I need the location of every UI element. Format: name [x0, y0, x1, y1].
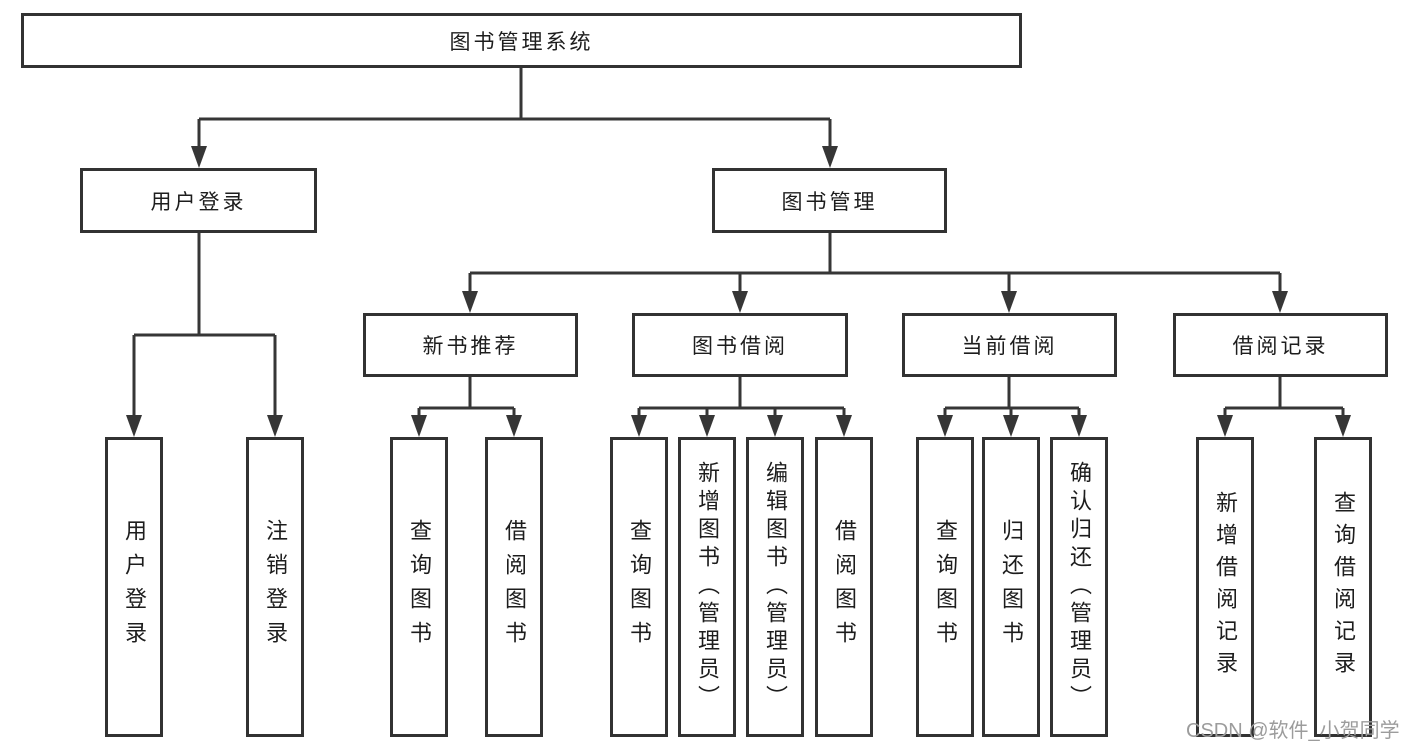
node-label: 图书借阅: [692, 335, 788, 358]
node-label: 当前借阅: [961, 335, 1058, 358]
node-current-borrowing: 当前借阅: [902, 313, 1117, 377]
leaf-query-borrow-record: 查询借阅记录: [1314, 437, 1372, 737]
leaf-label: 编辑图书（管理员）: [763, 461, 788, 713]
leaf-label: 注销登录: [263, 519, 288, 655]
leaf-query-books-recommend: 查询图书: [390, 437, 448, 737]
node-label: 图书管理系统: [449, 30, 594, 54]
node-borrowing-records: 借阅记录: [1173, 313, 1388, 377]
node-new-book-recommend: 新书推荐: [363, 313, 578, 377]
node-library-system: 图书管理系统: [21, 13, 1022, 68]
leaf-label: 归还图书: [999, 519, 1024, 655]
leaf-confirm-return-admin: 确认归还（管理员）: [1050, 437, 1108, 737]
leaf-label: 查询图书: [933, 519, 958, 655]
leaf-borrow-books-recommend: 借阅图书: [485, 437, 543, 737]
leaf-label: 确认归还（管理员）: [1067, 461, 1092, 713]
leaf-label: 用户登录: [122, 519, 147, 655]
leaf-label: 新增图书（管理员）: [695, 461, 720, 713]
node-user-login: 用户登录: [80, 168, 317, 233]
leaf-add-books-admin: 新增图书（管理员）: [678, 437, 736, 737]
leaf-edit-books-admin: 编辑图书（管理员）: [746, 437, 804, 737]
leaf-user-login: 用户登录: [105, 437, 163, 737]
leaf-label: 查询图书: [627, 519, 652, 655]
leaf-query-books-borrowing: 查询图书: [610, 437, 668, 737]
leaf-query-books-current: 查询图书: [916, 437, 974, 737]
leaf-label: 借阅图书: [832, 519, 857, 655]
leaf-label: 借阅图书: [502, 519, 527, 655]
leaf-logout: 注销登录: [246, 437, 304, 737]
leaf-add-borrow-record: 新增借阅记录: [1196, 437, 1254, 737]
leaf-label: 新增借阅记录: [1213, 491, 1238, 683]
node-book-borrowing: 图书借阅: [632, 313, 848, 377]
node-book-management: 图书管理: [712, 168, 947, 233]
leaf-return-books: 归还图书: [982, 437, 1040, 737]
leaf-label: 查询借阅记录: [1331, 491, 1356, 683]
leaf-borrow-books-borrowing: 借阅图书: [815, 437, 873, 737]
node-label: 借阅记录: [1232, 335, 1329, 358]
node-label: 新书推荐: [422, 335, 519, 358]
node-label: 图书管理: [781, 190, 878, 214]
csdn-watermark: CSDN @软件_小贺同学: [1186, 720, 1400, 742]
leaf-label: 查询图书: [407, 519, 432, 655]
node-label: 用户登录: [150, 190, 247, 214]
